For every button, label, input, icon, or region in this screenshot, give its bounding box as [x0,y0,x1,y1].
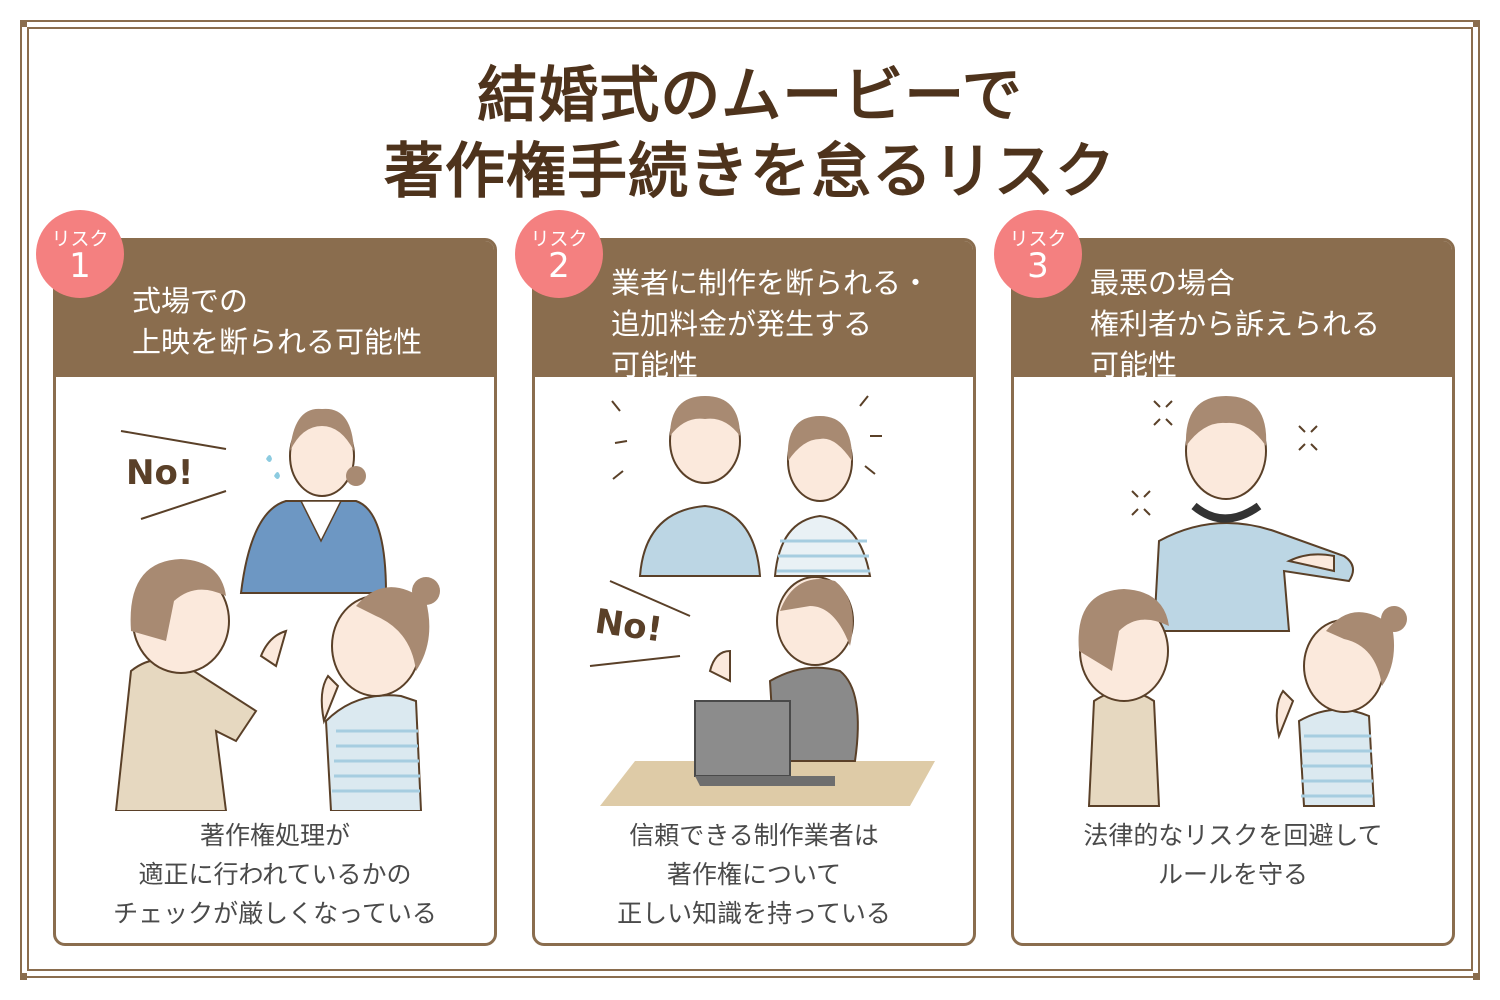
body-line: チェックが厳しくなっている [113,899,437,928]
risk-card-2: 業者に制作を断られる・ 追加料金が発生する 可能性 [532,238,976,946]
risk-card-1: 式場での 上映を断られる可能性 No! [53,238,497,946]
decorative-frame-outer [20,20,1480,978]
badge-number: 2 [548,246,570,286]
body-line: ルールを守る [1157,860,1308,889]
heading-line: 式場での [132,284,249,318]
body-line: 著作権処理が [199,821,350,850]
badge-label: リスク [530,228,588,250]
heading-line: 上映を断られる可能性 [132,325,423,359]
no-speech-text: No! [126,453,194,493]
title-line-2: 著作権手続きを怠るリスク [384,137,1116,207]
risk-heading: 最悪の場合 権利者から訴えられる 可能性 [1090,263,1380,386]
body-line: 著作権について [666,860,842,889]
risk-card-header: 式場での 上映を断られる可能性 [56,241,494,377]
corner-ornament-icon [20,20,27,27]
body-line: 適正に行われているかの [138,860,412,889]
heading-line: 最悪の場合 [1090,266,1236,300]
body-line: 正しい知識を持っている [617,899,891,928]
corner-ornament-icon [1473,973,1480,980]
heading-line: 追加料金が発生する [611,307,873,341]
corner-ornament-icon [1473,20,1480,27]
heading-line: 可能性 [611,348,699,382]
illustration-vendor-refuses: No! [535,381,973,811]
illustration-rights-holder-angry [1014,381,1452,811]
risk-card-3: 最悪の場合 権利者から訴えられる 可能性 [1011,238,1455,946]
body-line: 法律的なリスクを回避して [1083,821,1383,850]
risk-heading: 業者に制作を断られる・ 追加料金が発生する 可能性 [611,263,930,386]
heading-line: 可能性 [1090,348,1178,382]
body-line: 信頼できる制作業者は [629,821,879,850]
badge-label: リスク [51,228,109,250]
badge-number: 3 [1027,246,1049,286]
risk-card-header: 最悪の場合 権利者から訴えられる 可能性 [1014,241,1452,382]
risk-card-header: 業者に制作を断られる・ 追加料金が発生する 可能性 [535,241,973,382]
risk-badge-1: リスク 1 [36,210,124,298]
corner-ornament-icon [20,973,27,980]
heading-line: 権利者から訴えられる [1090,307,1381,341]
heading-line: 業者に制作を断られる・ [611,266,931,300]
badge-label: リスク [1009,228,1067,250]
decorative-frame-inner [27,27,1473,971]
risk-badge-3: リスク 3 [994,210,1082,298]
illustration-couple-rejected-by-venue: No! [56,381,494,812]
risk-description: 著作権処理が 適正に行われているかの チェックが厳しくなっている [56,816,494,933]
risk-description: 法律的なリスクを回避して ルールを守る [1014,816,1452,894]
risk-badge-2: リスク 2 [515,210,603,298]
risk-heading: 式場での 上映を断られる可能性 [132,281,422,363]
title-line-1: 結婚式のムービーで [477,61,1023,131]
risk-description: 信頼できる制作業者は 著作権について 正しい知識を持っている [535,816,973,933]
page-title: 結婚式のムービーで 著作権手続きを怠るリスク [0,58,1500,210]
badge-number: 1 [69,246,91,286]
